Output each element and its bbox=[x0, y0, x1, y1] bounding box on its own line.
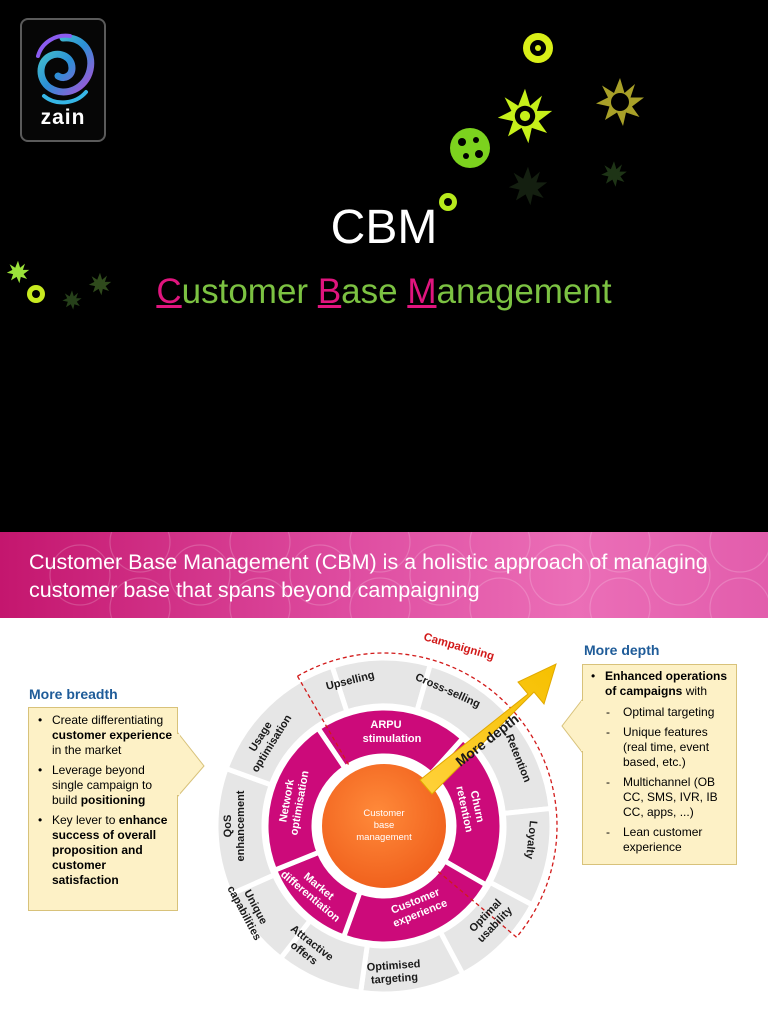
outer-label-targeting: Optimised bbox=[366, 958, 421, 974]
subtitle-letter-c: C bbox=[156, 272, 182, 311]
slide-title: CBM bbox=[330, 201, 438, 254]
cbm-wheel-diagram: Customer base management ARPU stimulatio… bbox=[176, 631, 585, 997]
zain-logo: zain bbox=[20, 18, 106, 142]
slide-subtitle: Customer Base Management bbox=[0, 272, 768, 312]
more-depth-heading: More depth bbox=[584, 642, 660, 658]
inner-label-arpu: ARPU bbox=[370, 719, 401, 731]
outer-label-qos: enhancement bbox=[235, 790, 247, 861]
depth-lead-bullet: Enhanced operations of campaigns with bbox=[586, 669, 732, 699]
campaigning-boundary bbox=[296, 652, 558, 938]
flower-icon bbox=[450, 128, 490, 168]
logo-wordmark: zain bbox=[40, 106, 86, 129]
inner-label-arpu: stimulation bbox=[363, 733, 422, 745]
outer-label-loyalty: Loyalty bbox=[523, 820, 539, 860]
center-circle bbox=[320, 762, 448, 890]
flower-icon bbox=[601, 161, 627, 187]
depth-item: Multichannel (OB CC, SMS, IVR, IB CC, ap… bbox=[586, 775, 732, 820]
subtitle-part: ase bbox=[341, 272, 408, 311]
decorative-flowers bbox=[6, 33, 644, 310]
flower-icon bbox=[596, 78, 644, 126]
depth-pointer-cover bbox=[581, 701, 585, 751]
more-breadth-heading: More breadth bbox=[29, 686, 118, 702]
breadth-bullet: Leverage beyond single campaign to build… bbox=[33, 763, 173, 808]
center-label: management bbox=[356, 832, 412, 843]
outer-label-targeting: targeting bbox=[371, 971, 419, 986]
statement-band: Customer Base Management (CBM) is a holi… bbox=[0, 532, 768, 618]
outer-label-qos: QoS bbox=[222, 815, 234, 838]
breadth-bullet: Key lever to enhance success of overall … bbox=[33, 813, 173, 888]
band-pattern bbox=[49, 532, 768, 618]
breadth-pointer bbox=[177, 731, 205, 798]
breadth-callout: Create differentiating customer experien… bbox=[28, 707, 178, 911]
campaigning-label: Campaigning bbox=[422, 631, 495, 663]
flower-icon bbox=[523, 33, 553, 63]
subtitle-letter-b: B bbox=[317, 272, 342, 311]
statement-text: Customer Base Management (CBM) is a holi… bbox=[29, 550, 708, 602]
subtitle-part: ustomer bbox=[181, 272, 318, 311]
depth-item: Unique features (real time, event based,… bbox=[586, 725, 732, 770]
center-label: Customer bbox=[363, 808, 404, 819]
subtitle-letter-m: M bbox=[407, 272, 437, 311]
zain-swirl-icon bbox=[36, 33, 95, 105]
subtitle-part: anagement bbox=[436, 272, 612, 311]
depth-item: Optimal targeting bbox=[586, 705, 732, 720]
title-slide: zain CBM Customer Base Management bbox=[0, 0, 768, 532]
cbm-diagram-panel: More breadth Create differentiating cust… bbox=[0, 618, 768, 1024]
center-label: base bbox=[374, 820, 395, 831]
campaigning-boundary-arc bbox=[297, 652, 558, 938]
flower-icon bbox=[497, 88, 553, 144]
depth-item: Lean customer experience bbox=[586, 825, 732, 855]
depth-pointer bbox=[561, 698, 583, 754]
depth-callout: Enhanced operations of campaigns with Op… bbox=[582, 664, 737, 865]
flower-icon bbox=[439, 193, 457, 211]
breadth-bullet: Create differentiating customer experien… bbox=[33, 713, 173, 758]
breadth-pointer-cover bbox=[176, 734, 180, 795]
flower-icon bbox=[27, 285, 45, 303]
